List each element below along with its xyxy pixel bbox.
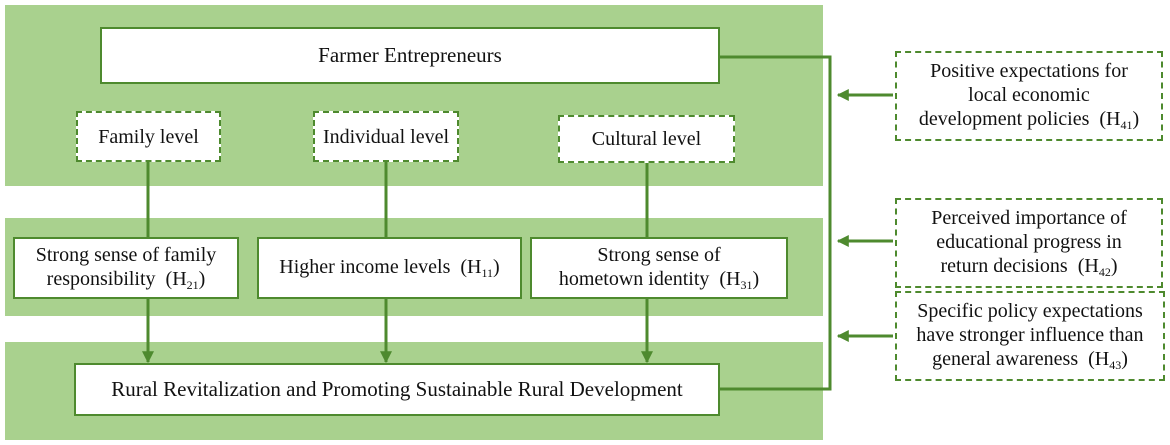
- rural-revitalization-label: Rural Revitalization and Promoting Susta…: [111, 376, 683, 401]
- income-levels-line1: Higher income levels (H: [279, 256, 482, 279]
- h21-subscript: 21: [186, 278, 199, 293]
- family-responsibility-line2: responsibility (H: [46, 268, 187, 291]
- cultural-level-label: Cultural level: [591, 128, 702, 150]
- income-levels-close: ): [493, 256, 500, 279]
- h41-close: ): [1132, 108, 1140, 131]
- family-level-box: Family level: [76, 111, 221, 162]
- h42-moderator-box: Perceived importance of educational prog…: [895, 198, 1163, 288]
- h41-line3: development policies (H: [918, 108, 1121, 131]
- hometown-identity-box: Strong sense of hometown identity (H31): [530, 237, 788, 299]
- h43-line3: general awareness (H: [932, 348, 1110, 371]
- family-responsibility-line1: Strong sense of family: [35, 244, 217, 267]
- cultural-level-box: Cultural level: [558, 115, 735, 163]
- h42-line2: educational progress in: [936, 231, 1122, 254]
- h43-moderator-box: Specific policy expectations have strong…: [895, 291, 1165, 381]
- h41-moderator-box: Positive expectations for local economic…: [895, 51, 1163, 141]
- individual-level-label: Individual level: [322, 125, 450, 148]
- rural-revitalization-box: Rural Revitalization and Promoting Susta…: [74, 363, 720, 416]
- family-responsibility-box: Strong sense of family responsibility (H…: [13, 237, 239, 299]
- hometown-identity-close: ): [752, 268, 760, 291]
- h11-subscript: 11: [481, 266, 494, 281]
- h31-subscript: 31: [740, 278, 753, 293]
- family-level-label: Family level: [98, 125, 199, 148]
- h42-line3: return decisions (H: [940, 255, 1099, 278]
- h41-line2: local economic: [968, 84, 1090, 107]
- h41-subscript: 41: [1120, 118, 1133, 133]
- h43-line1: Specific policy expectations: [917, 300, 1143, 323]
- h42-close: ): [1110, 255, 1118, 278]
- h42-line1: Perceived importance of: [931, 207, 1127, 230]
- h41-line1: Positive expectations for: [930, 60, 1128, 83]
- family-responsibility-close: ): [198, 268, 206, 291]
- hometown-identity-line2: hometown identity (H: [558, 268, 741, 291]
- h43-subscript: 43: [1109, 358, 1122, 373]
- hometown-identity-line1: Strong sense of: [597, 244, 721, 267]
- individual-level-box: Individual level: [313, 111, 459, 162]
- h43-line2: have stronger influence than: [916, 324, 1144, 347]
- income-levels-box: Higher income levels (H11): [257, 237, 522, 299]
- h43-close: ): [1121, 348, 1128, 371]
- farmer-entrepreneurs-box: Farmer Entrepreneurs: [100, 27, 720, 84]
- h42-subscript: 42: [1098, 265, 1111, 280]
- farmer-entrepreneurs-label: Farmer Entrepreneurs: [318, 42, 502, 67]
- moderator-bracket: [718, 55, 832, 391]
